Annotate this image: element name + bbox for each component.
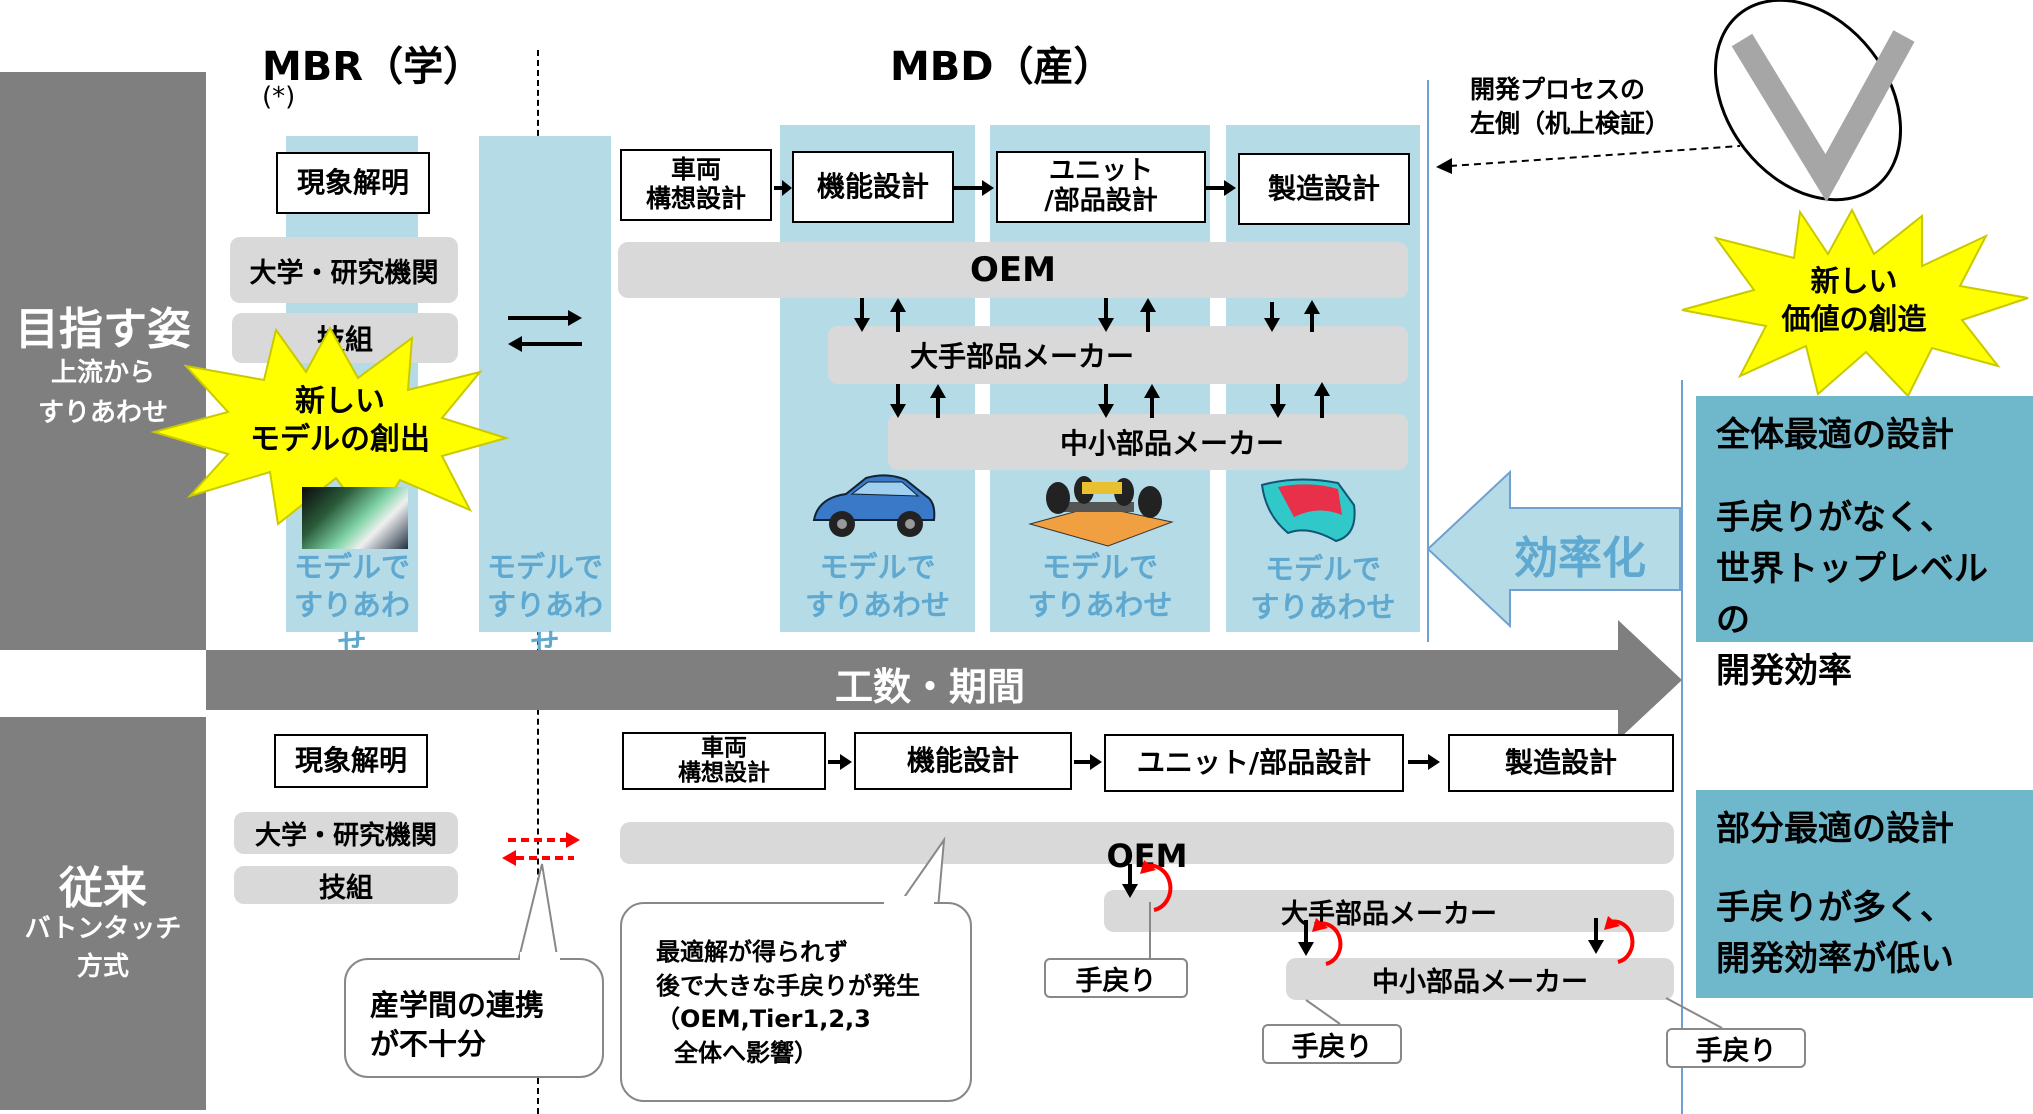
step-vehicle-concept: 車両 構想設計 xyxy=(620,149,772,221)
step-unit-design-line2: /部品設計 xyxy=(1044,186,1158,216)
weak-link-arrows-icon xyxy=(502,832,580,866)
mbd-right-divider xyxy=(1427,80,1429,642)
bottom-step-unit-design: ユニット/部品設計 xyxy=(1104,734,1404,792)
exchange-arrows-icon xyxy=(508,310,582,352)
current-subtitle-2: 方式 xyxy=(76,952,129,982)
bottom-oem-bar: OEM xyxy=(620,822,1674,875)
rework-tag-tier2: 手戻り xyxy=(1666,1028,1806,1068)
university-box: 大学・研究機関 xyxy=(230,237,458,303)
new-model-text-1: 新しい xyxy=(295,384,385,419)
collab-tail-cover xyxy=(520,952,560,962)
bottom-tier2-bar: 中小部品メーカー xyxy=(1286,958,1674,1000)
current-subtitle-1: バトンタッチ xyxy=(24,914,182,944)
rework-callout-line4: 全体へ影響） xyxy=(674,1038,818,1067)
new-model-burst-icon xyxy=(150,325,510,528)
top-result-panel: 全体最適の設計 手戻りがなく、 世界トップレベルの 開発効率 xyxy=(1696,396,2033,691)
rework-tail-cover xyxy=(884,896,934,906)
chassis-image xyxy=(1028,476,1174,547)
top-step-arrows-icon xyxy=(774,180,1236,196)
model-label-vehicle-1: モデルで xyxy=(819,550,936,584)
collab-callout: 産学間の連携 が不十分 xyxy=(344,958,604,1078)
rework-tag-tier1: 手戻り xyxy=(1262,1024,1402,1064)
new-value-text-1: 新しい xyxy=(1810,264,1898,298)
bottom-association-box: 技組 xyxy=(234,866,458,904)
rework-pointers-icon xyxy=(1149,902,1723,1029)
bottom-result-panel: 部分最適の設計 手戻りが多く、 開発効率が低い xyxy=(1696,790,2033,998)
rework-callout-line2: 後で大きな手戻りが発生 xyxy=(656,971,920,1000)
left-process-pointer-icon xyxy=(1436,145,1741,174)
step-unit-design: ユニット /部品設計 xyxy=(996,151,1206,223)
target-subtitle-1: 上流から xyxy=(50,358,155,388)
model-label-mfg-2: すりあわせ xyxy=(1250,590,1396,624)
left-process-note-1: 開発プロセスの xyxy=(1470,75,1646,104)
car-image xyxy=(812,474,936,537)
bottom-university-box: 大学・研究機関 xyxy=(234,812,458,854)
top-result-line1: 全体最適の設計 xyxy=(1716,415,1954,455)
current-band xyxy=(0,717,206,1110)
step-vehicle-concept-line1: 車両 xyxy=(670,155,721,185)
timeline-arrow-icon xyxy=(206,620,1682,740)
current-title: 従来 xyxy=(59,863,147,914)
left-process-note-2: 左側（机上検証） xyxy=(1470,109,1671,138)
model-label-link-1: モデルで xyxy=(486,550,603,584)
model-label-unit-2: すりあわせ xyxy=(1027,588,1173,622)
collab-callout-line2: が不十分 xyxy=(370,1027,487,1062)
bottom-phenomenon-box: 現象解明 xyxy=(274,734,428,788)
new-value-text-2: 価値の創造 xyxy=(1781,302,1927,336)
rework-callout: 最適解が得られず 後で大きな手戻りが発生 （OEM,Tier1,2,3 全体へ影… xyxy=(620,902,972,1102)
bottom-step-manufacturing-design: 製造設計 xyxy=(1448,734,1674,792)
link-column xyxy=(479,136,611,632)
top-result-line3: 手戻りがなく、 xyxy=(1716,498,1954,538)
model-label-mbr-1: モデルで xyxy=(293,550,410,584)
top-result-line2 xyxy=(1716,461,2013,493)
collab-callout-line1: 産学間の連携 xyxy=(370,988,545,1022)
bottom-result-line3: 手戻りが多く、 xyxy=(1716,888,1954,928)
bottom-result-line1: 部分最適の設計 xyxy=(1716,809,1954,849)
top-result-line5: 開発効率 xyxy=(1716,651,1852,691)
top-supplier-arrows-icon xyxy=(854,298,1330,418)
step-unit-design-line1: ユニット xyxy=(1048,156,1153,187)
target-band xyxy=(0,72,206,650)
top-result-line4: 世界トップレベルの xyxy=(1716,549,1988,640)
step-vehicle-concept-line2: 構想設計 xyxy=(645,184,746,213)
model-label-unit-1: モデルで xyxy=(1041,550,1158,584)
target-subtitle-2: すりあわせ xyxy=(37,398,168,428)
bottom-step-vehicle-line2: 構想設計 xyxy=(678,760,770,786)
bottom-result-line2 xyxy=(1716,855,2013,883)
efficiency-arrow-icon xyxy=(1426,469,1681,629)
top-oem-bar: OEM xyxy=(618,242,1408,298)
efficiency-label: 効率化 xyxy=(1514,533,1646,584)
rework-arrows-icon xyxy=(1122,860,1635,966)
target-title: 目指す姿 xyxy=(15,304,191,355)
model-label-vehicle-2: すりあわせ xyxy=(804,588,950,622)
association-box: 技組 xyxy=(232,313,458,363)
v-process-icon xyxy=(1713,0,1915,202)
mbr-note: (*) xyxy=(262,82,296,112)
timeline-label: 工数・期間 xyxy=(834,665,1025,709)
bottom-step-vehicle-concept: 車両 構想設計 xyxy=(622,732,826,790)
bottom-step-arrows-icon xyxy=(828,754,1440,770)
new-value-burst-icon xyxy=(1681,207,2029,398)
mbd-header: MBD（産） xyxy=(890,44,1114,90)
simulation-image xyxy=(302,487,408,549)
top-tier1-bar: 大手部品メーカー xyxy=(828,326,1408,384)
bottom-step-vehicle-line1: 車両 xyxy=(701,734,747,761)
part-image xyxy=(1260,478,1356,543)
rework-callout-line1: 最適解が得られず xyxy=(656,938,848,966)
step-manufacturing-design: 製造設計 xyxy=(1238,153,1410,225)
phenomenon-box: 現象解明 xyxy=(276,152,430,214)
model-label-mfg-1: モデルで xyxy=(1264,552,1381,586)
bottom-result-line4: 開発効率が低い xyxy=(1716,939,1954,979)
mbr-header: MBR（学） xyxy=(262,44,484,90)
rework-tag-oem: 手戻り xyxy=(1044,958,1188,998)
rework-callout-line3: （OEM,Tier1,2,3 xyxy=(656,1005,871,1034)
new-model-text-2: モデルの創出 xyxy=(250,422,430,457)
step-function-design: 機能設計 xyxy=(792,151,954,223)
panel-divider xyxy=(1681,380,1683,1114)
top-tier2-bar: 中小部品メーカー xyxy=(888,414,1408,470)
bottom-step-function-design: 機能設計 xyxy=(854,732,1072,790)
